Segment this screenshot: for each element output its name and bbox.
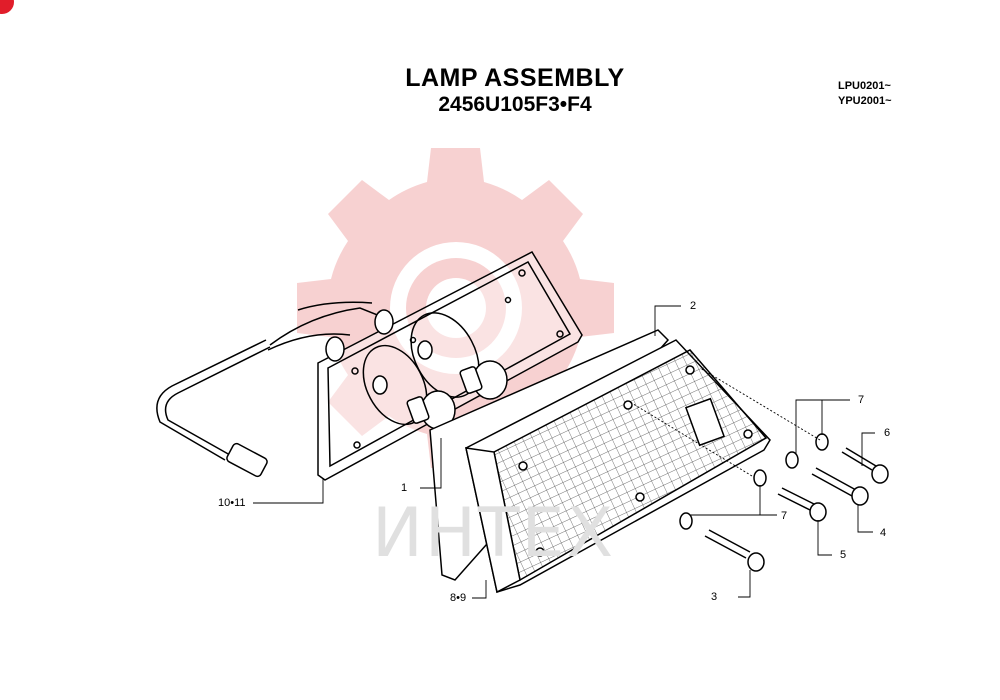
callout-4: 4 — [880, 527, 887, 539]
serial-range-1: LPU0201~ — [838, 80, 891, 92]
serial-range-2: YPU2001~ — [838, 95, 892, 107]
screws — [679, 433, 889, 572]
leader-lines — [253, 305, 875, 599]
callout-6: 6 — [884, 427, 891, 439]
part-number: 2456U105F3•F4 — [438, 93, 592, 116]
callout-7-top: 7 — [858, 394, 865, 406]
watermark-text: ИНТЕХ — [372, 494, 616, 573]
connector — [226, 442, 268, 478]
lamp-base-plate — [317, 251, 583, 481]
callout-8-9: 8•9 — [450, 592, 467, 604]
page-title: LAMP ASSEMBLY — [405, 64, 625, 92]
bulbs — [325, 309, 508, 430]
callout-7-bottom: 7 — [781, 510, 788, 522]
callout-10-11: 10•11 — [218, 497, 246, 509]
lens-housing — [465, 339, 771, 594]
callout-3: 3 — [711, 591, 718, 603]
callout-5: 5 — [840, 549, 847, 561]
wire-harness — [156, 301, 386, 461]
callout-2: 2 — [690, 300, 697, 312]
callout-1: 1 — [401, 482, 408, 494]
